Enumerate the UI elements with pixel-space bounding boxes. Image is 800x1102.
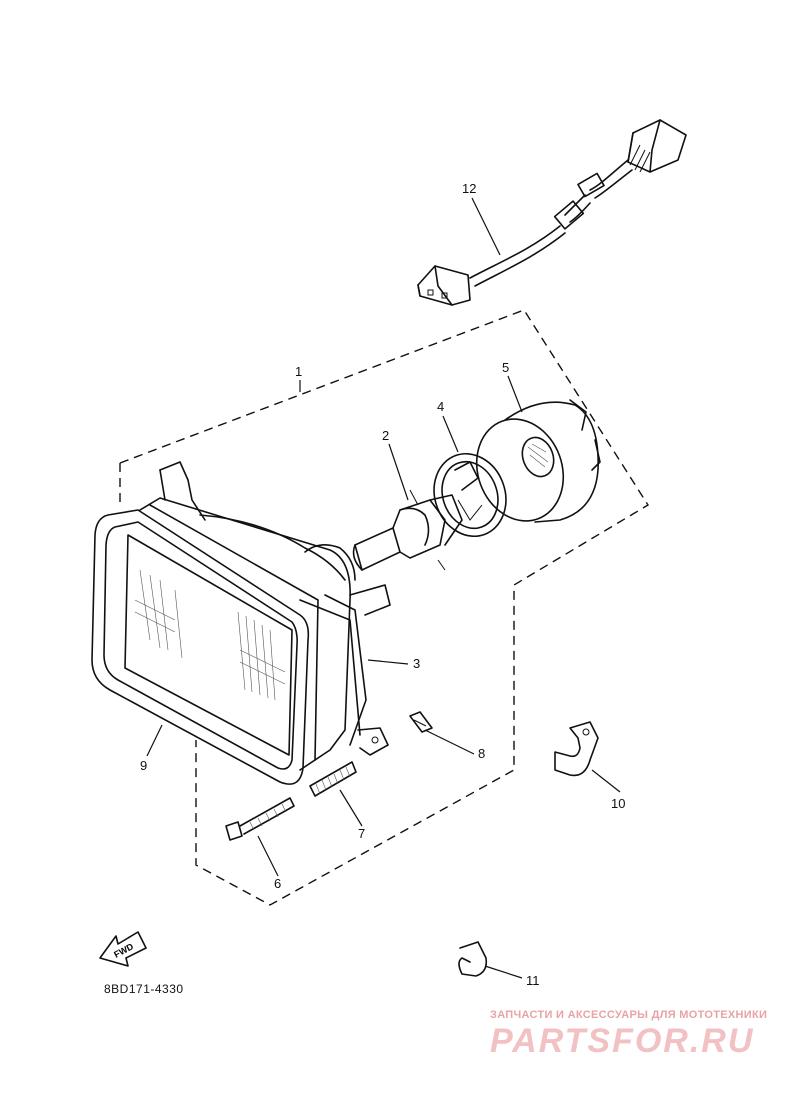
callout-3: 3 <box>413 656 420 671</box>
headlight-body <box>139 461 391 771</box>
clamp <box>554 721 599 777</box>
wire-harness <box>417 119 687 306</box>
watermark-tagline: ЗАПЧАСТИ И АКСЕССУАРЫ ДЛЯ МОТОТЕХНИКИ <box>490 1009 768 1021</box>
callout-9: 9 <box>140 758 147 773</box>
callout-11: 11 <box>526 973 540 988</box>
headlight-lens <box>124 534 293 756</box>
assembly-boundary <box>119 309 649 906</box>
callout-7: 7 <box>358 826 365 841</box>
screw <box>225 797 295 841</box>
callout-12: 12 <box>462 181 476 196</box>
callout-10: 10 <box>611 796 625 811</box>
fwd-arrow-icon: FWD <box>99 931 147 967</box>
callout-2: 2 <box>382 428 389 443</box>
bulb-cover <box>475 399 601 523</box>
bulb <box>352 489 463 571</box>
nut <box>409 711 433 733</box>
headlight-rim <box>91 509 310 785</box>
leader-lines <box>146 197 621 979</box>
callout-8: 8 <box>478 746 485 761</box>
bulb-retainer <box>433 452 507 538</box>
callout-5: 5 <box>502 360 509 375</box>
clip <box>458 941 488 977</box>
callout-labels: 1 2 4 5 3 8 7 6 9 10 11 12 <box>140 181 625 988</box>
callout-6: 6 <box>274 876 281 891</box>
callout-1: 1 <box>295 364 302 379</box>
spring <box>309 761 357 797</box>
watermark-logo: PARTSFOR.RU <box>490 1022 755 1060</box>
fwd-label: FWD <box>112 941 135 960</box>
callout-4: 4 <box>437 399 444 414</box>
part-code: 8BD171-4330 <box>104 982 184 996</box>
